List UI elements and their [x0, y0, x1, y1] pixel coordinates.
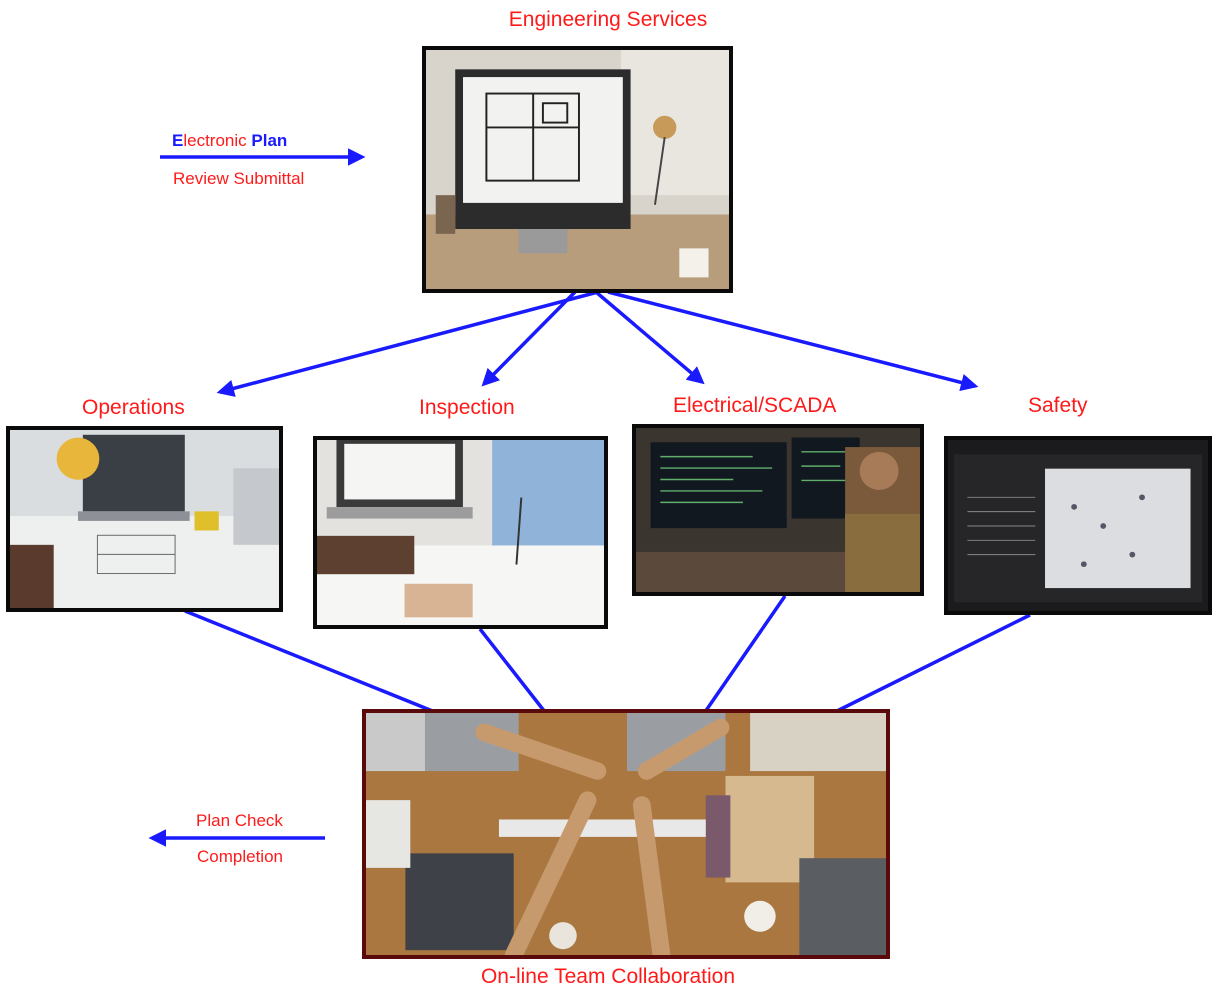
link-safety: [834, 613, 1031, 714]
diagram-title: Engineering Services: [508, 8, 708, 31]
inspection-photo: [313, 436, 608, 629]
arrow-to-safety: [607, 290, 979, 392]
arrow-to-operations: [216, 290, 599, 397]
inspection-label: Inspection: [419, 396, 515, 419]
inbound-word2: Plan: [251, 131, 288, 150]
operations-photo: [6, 426, 283, 612]
outbound-label-line2: Completion: [197, 847, 283, 866]
inbound-label-line1: Electronic Plan: [172, 131, 287, 151]
collaboration-label: On-line Team Collaboration: [480, 965, 736, 988]
inbound-initial: E: [172, 131, 184, 150]
engineering-services-photo: [422, 46, 733, 293]
team-collaboration-photo: [362, 709, 890, 959]
electrical-scada-photo: [632, 424, 924, 596]
link-operations: [184, 609, 436, 714]
operations-label: Operations: [82, 396, 185, 419]
outbound-label-line1: Plan Check: [196, 811, 283, 830]
arrow-to-inspection: [481, 290, 577, 387]
safety-label: Safety: [1028, 394, 1088, 417]
safety-photo: [944, 436, 1212, 615]
inbound-label-line2: Review Submittal: [173, 169, 305, 188]
inbound-word1-rest: lectronic: [183, 131, 247, 150]
electrical-scada-label: Electrical/SCADA: [673, 394, 837, 417]
arrow-to-electrical: [594, 290, 705, 385]
link-electrical: [703, 595, 787, 713]
link-inspection: [478, 627, 547, 714]
